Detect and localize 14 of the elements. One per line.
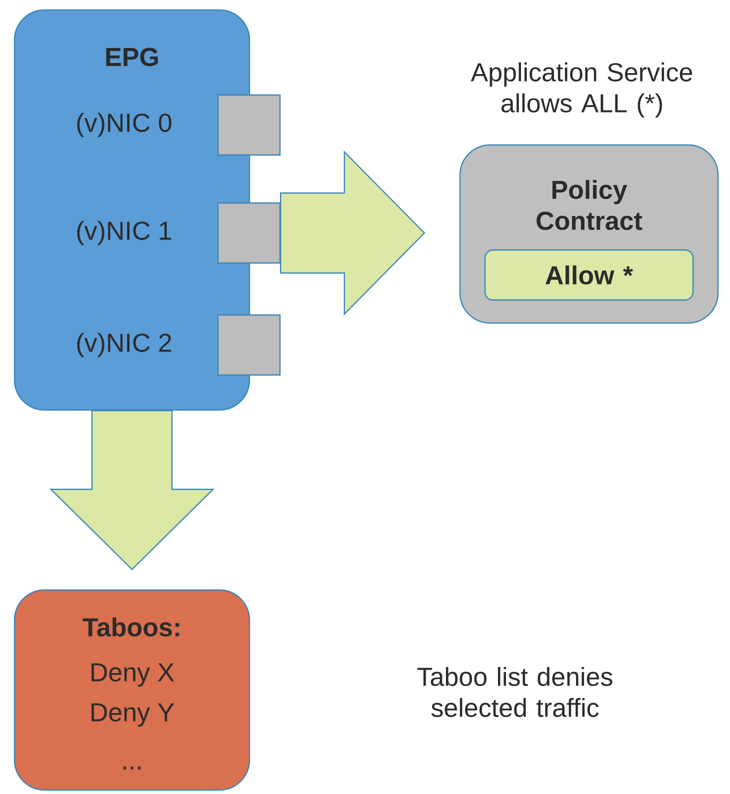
nic-port-box (217, 202, 281, 264)
node-label: Deny Y (92, 703, 174, 727)
taboo-note: Taboo list denies selected traffic (417, 666, 612, 718)
node-label: (v)NIC 2 (77, 332, 172, 358)
block-arrow (50, 410, 214, 570)
nic-port-box (217, 314, 281, 376)
node-label: (v)NIC 0 (77, 112, 172, 138)
service-note: Application Service allows ALL (*) (470, 62, 692, 118)
node-label: (v)NIC 1 (77, 220, 172, 246)
nic-port-box (217, 94, 281, 156)
node-label: Deny X (92, 663, 174, 687)
allow-box: Allow * (484, 249, 694, 301)
node-label: ... (124, 766, 140, 770)
block-arrow (280, 150, 426, 316)
